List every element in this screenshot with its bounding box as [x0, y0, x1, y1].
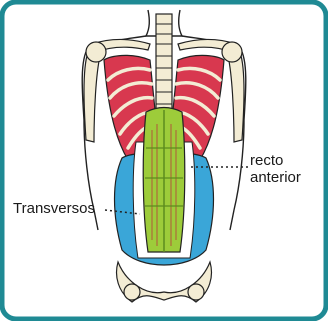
label-transversos: Transversos: [13, 201, 95, 216]
shoulder-joint-right: [222, 42, 242, 62]
label-recto: recto: [250, 153, 283, 168]
hip-joint-right: [188, 284, 204, 300]
hip-joint-left: [124, 284, 140, 300]
label-anterior: anterior: [250, 170, 301, 185]
shoulder-joint-left: [86, 42, 106, 62]
